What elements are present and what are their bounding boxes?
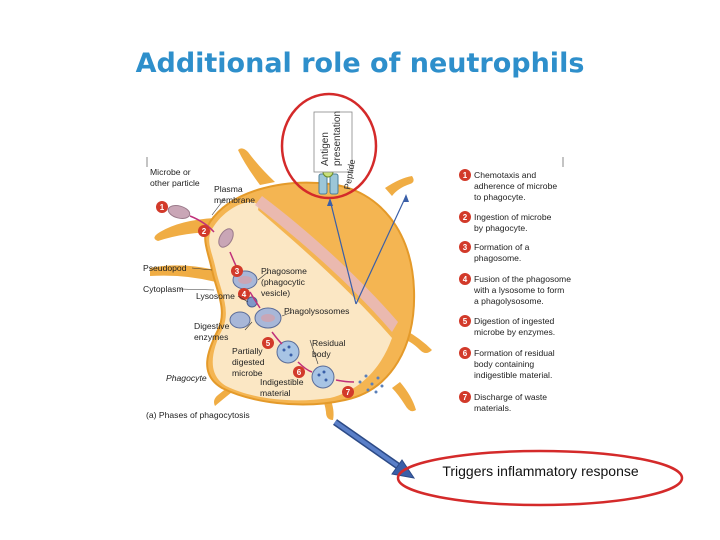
svg-text:to phagocyte.: to phagocyte. — [474, 192, 526, 202]
svg-text:with a lysosome to form: with a lysosome to form — [473, 285, 564, 295]
label-microbe: Microbe or — [150, 167, 191, 177]
presentation-label: presentation — [332, 111, 343, 166]
svg-text:2: 2 — [463, 213, 468, 222]
svg-text:material: material — [260, 388, 291, 398]
svg-text:other particle: other particle — [150, 178, 200, 188]
svg-text:4: 4 — [242, 290, 247, 299]
svg-text:Formation of a: Formation of a — [474, 242, 530, 252]
mhc-receptor-icon — [318, 166, 339, 195]
svg-text:7: 7 — [463, 393, 468, 402]
label-partially-digested: Partially — [232, 346, 263, 356]
svg-text:7: 7 — [346, 388, 351, 397]
phagolysosome — [229, 311, 251, 329]
label-residual-body: body — [312, 349, 331, 359]
svg-text:5: 5 — [463, 317, 468, 326]
svg-text:Fusion of the phagosome: Fusion of the phagosome — [474, 274, 571, 284]
svg-text:by phagocyte.: by phagocyte. — [474, 223, 528, 233]
label-plasma-membrane: membrane — [214, 195, 255, 205]
residual-body — [311, 365, 335, 389]
connector-line — [355, 195, 407, 305]
highlight-circle — [280, 92, 378, 200]
svg-text:Phagosome: Phagosome — [261, 266, 307, 276]
svg-text:(phagocytic: (phagocytic — [261, 277, 306, 287]
antigen-label: Antigen — [320, 132, 331, 166]
svg-text:enzymes: enzymes — [194, 332, 228, 342]
connector-line — [329, 199, 357, 305]
microbe — [167, 205, 191, 219]
label-indigestible: Indigestible — [260, 377, 304, 387]
svg-text:Digestion of ingested: Digestion of ingested — [474, 316, 554, 326]
svg-text:Digestive: Digestive — [194, 321, 230, 331]
microbe — [218, 228, 234, 248]
label-residual-body: Residual — [312, 338, 346, 348]
step-item: 1 Chemotaxis and adherence of microbe to… — [459, 169, 557, 202]
svg-text:3: 3 — [235, 267, 240, 276]
svg-text:body: body — [312, 349, 331, 359]
label-phagosome: vesicle) — [261, 288, 290, 298]
svg-text:adherence of microbe: adherence of microbe — [474, 181, 557, 191]
svg-text:digested: digested — [232, 357, 265, 367]
callout-oval — [396, 449, 684, 507]
svg-text:Plasma: Plasma — [214, 184, 243, 194]
waste-material — [358, 374, 384, 394]
svg-text:indigestible material.: indigestible material. — [474, 370, 552, 380]
svg-text:microbe: microbe — [232, 368, 263, 378]
svg-text:Formation of residual: Formation of residual — [474, 348, 555, 358]
step-item: 2 Ingestion of microbe by phagocyte. — [459, 211, 552, 233]
label-phagocyte: Phagocyte — [166, 373, 207, 383]
label-phagosome: (phagocytic — [261, 277, 306, 287]
svg-text:Discharge of waste: Discharge of waste — [474, 392, 547, 402]
label-cytoplasm: Cytoplasm — [143, 284, 184, 294]
svg-text:Ingestion of microbe: Ingestion of microbe — [474, 212, 552, 222]
svg-text:vesicle): vesicle) — [261, 288, 290, 298]
slide-title: Additional role of neutrophils — [135, 48, 585, 79]
svg-text:Microbe or: Microbe or — [150, 167, 191, 177]
label-partially-digested: digested — [232, 357, 265, 367]
label-plasma-membrane: Plasma — [214, 184, 243, 194]
step-item: 5 Digestion of ingested microbe by enzym… — [459, 315, 555, 337]
svg-text:body containing: body containing — [474, 359, 534, 369]
label-lysosome: Lysosome — [196, 291, 235, 301]
svg-text:Residual: Residual — [312, 338, 346, 348]
callout-text: Triggers inflammatory response — [442, 463, 639, 479]
step-item: 4 Fusion of the phagosome with a lysosom… — [459, 273, 571, 306]
step-item: 3 Formation of a phagosome. — [459, 241, 530, 263]
label-phagosome: Phagosome — [261, 266, 307, 276]
svg-text:a phagolysosome.: a phagolysosome. — [474, 296, 544, 306]
svg-text:1: 1 — [463, 171, 468, 180]
svg-text:6: 6 — [297, 368, 302, 377]
svg-text:membrane: membrane — [214, 195, 255, 205]
step-item: 7 Discharge of waste materials. — [459, 391, 547, 413]
label-phagolysosomes: Phagolysosomes — [284, 306, 349, 316]
diagram-badges: 1 2 3 4 5 6 7 — [156, 201, 354, 398]
figure-caption: (a) Phases of phagocytosis — [146, 410, 250, 420]
svg-text:materials.: materials. — [474, 403, 511, 413]
antigen-presentation-tag: Antigen presentation — [313, 111, 353, 173]
label-digestive-enzymes: enzymes — [194, 332, 228, 342]
svg-text:5: 5 — [266, 339, 271, 348]
label-microbe: other particle — [150, 178, 200, 188]
svg-text:Partially: Partially — [232, 346, 263, 356]
label-digestive-enzymes: Digestive — [194, 321, 230, 331]
svg-text:2: 2 — [202, 227, 207, 236]
svg-text:6: 6 — [463, 349, 468, 358]
svg-text:Chemotaxis and: Chemotaxis and — [474, 170, 536, 180]
label-pseudopod: Pseudopod — [143, 263, 187, 273]
svg-text:4: 4 — [463, 275, 468, 284]
svg-text:Indigestible: Indigestible — [260, 377, 304, 387]
svg-text:1: 1 — [160, 203, 165, 212]
svg-text:3: 3 — [463, 243, 468, 252]
step-list: 1 Chemotaxis and adherence of microbe to… — [459, 169, 571, 413]
svg-text:phagosome.: phagosome. — [474, 253, 521, 263]
callout-arrow — [332, 419, 416, 479]
svg-text:microbe by enzymes.: microbe by enzymes. — [474, 327, 555, 337]
label-indigestible: material — [260, 388, 291, 398]
step-item: 6 Formation of residual body containing … — [459, 347, 555, 380]
label-partially-digested: microbe — [232, 368, 263, 378]
